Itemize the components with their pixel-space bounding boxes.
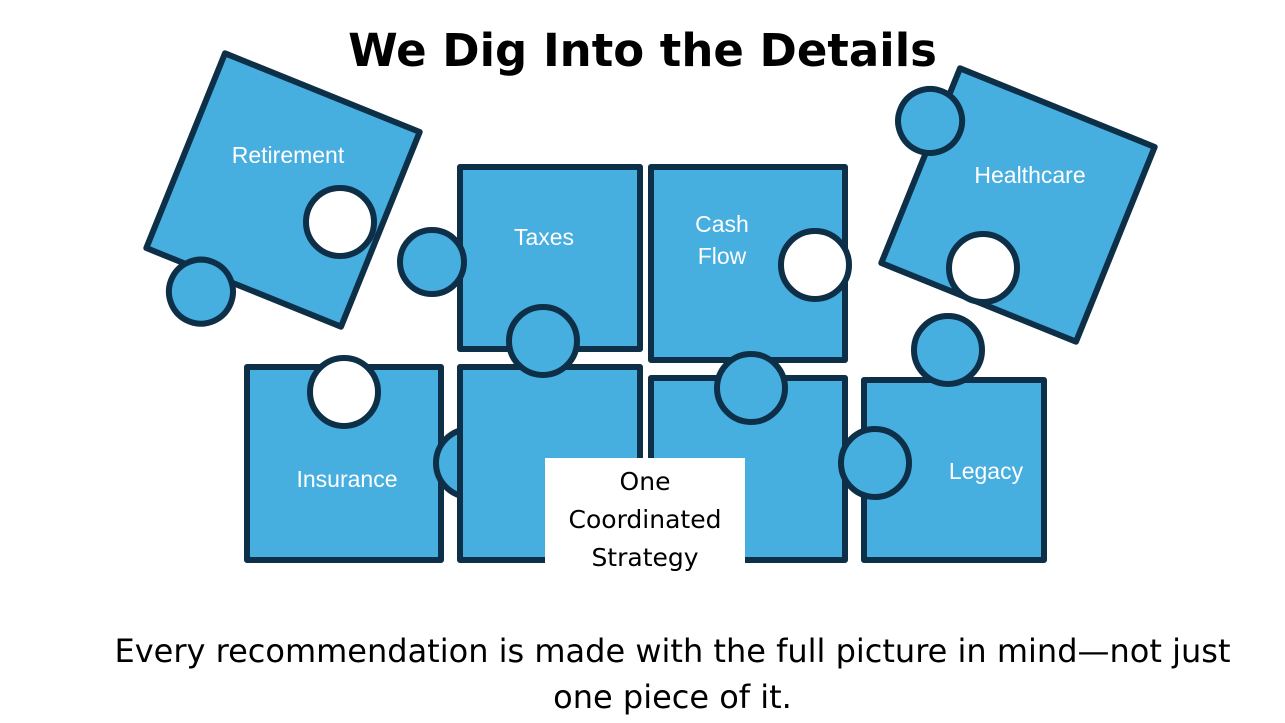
center-line3: Strategy: [591, 543, 699, 572]
label-taxes: Taxes: [513, 224, 575, 250]
center-line2: Coordinated: [568, 505, 722, 534]
label-cash-flow-line1: Cash: [695, 211, 749, 237]
label-retirement: Retirement: [231, 142, 345, 168]
piece-legacy: [838, 313, 1047, 563]
label-cash-flow-line2: Flow: [697, 243, 747, 269]
center-line1: One: [619, 467, 671, 496]
socket-healthcare: [946, 231, 1020, 305]
socket-insurance: [307, 355, 381, 429]
page-title: We Dig Into the Details: [348, 24, 937, 77]
socket-cash-flow: [778, 228, 852, 302]
label-cash-flow: Cash Flow: [695, 208, 749, 272]
caption: Every recommendation is made with the fu…: [60, 628, 1285, 720]
center-strategy-box: One Coordinated Strategy: [545, 458, 745, 576]
caption-line2: one piece of it.: [553, 678, 792, 716]
label-insurance: Insurance: [296, 466, 398, 492]
caption-line1: Every recommendation is made with the fu…: [114, 632, 1231, 670]
label-healthcare: Healthcare: [974, 162, 1086, 188]
piece-retirement: [143, 50, 423, 330]
label-legacy: Legacy: [948, 458, 1024, 484]
socket-retirement: [303, 185, 377, 259]
